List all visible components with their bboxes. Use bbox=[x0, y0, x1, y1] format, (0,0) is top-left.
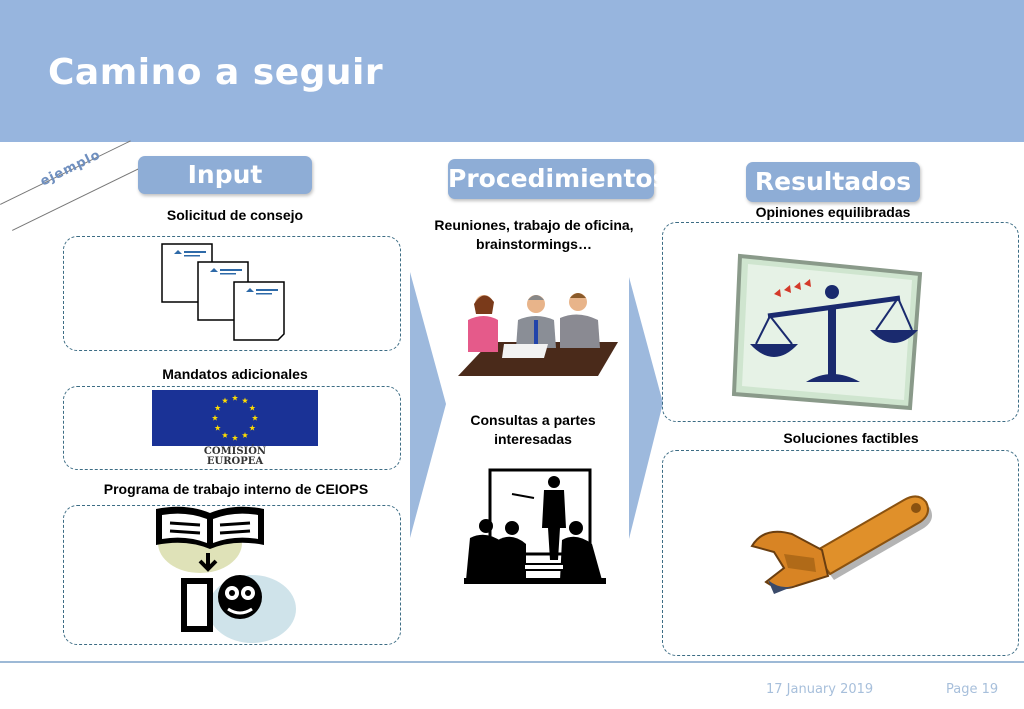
footer-page-number: Page 19 bbox=[946, 682, 999, 697]
eu-star bbox=[241, 432, 249, 438]
eu-caption-line2: EUROPEA bbox=[207, 456, 264, 467]
eu-star bbox=[211, 414, 219, 421]
proc-label-consultas: Consultas a partes interesadas bbox=[470, 412, 596, 447]
documents-icon bbox=[161, 243, 285, 341]
input-header: Input bbox=[138, 156, 312, 194]
input-label-mandatos: Mandatos adicionales bbox=[162, 366, 308, 382]
eu-caption-line1: COMISIÓN bbox=[204, 445, 266, 457]
meeting-icon bbox=[458, 293, 618, 376]
proc-label-reuniones: Reuniones, trabajo de oficina, brainstor… bbox=[434, 217, 634, 252]
arrow-input-to-procedimientos bbox=[410, 272, 446, 538]
presentation-icon bbox=[464, 468, 606, 584]
arrow-procedimientos-to-resultados bbox=[629, 277, 663, 539]
title-banner bbox=[0, 0, 1024, 142]
eu-flag-icon: COMISIÓN EUROPEA bbox=[152, 390, 318, 467]
eu-star bbox=[221, 397, 229, 404]
balance-scale-icon bbox=[731, 253, 923, 411]
result-box-opiniones bbox=[662, 222, 1019, 422]
ribbon-label: ejemplo bbox=[38, 147, 104, 190]
page-title: Camino a seguir bbox=[48, 52, 384, 93]
eu-star bbox=[231, 394, 239, 401]
eu-star bbox=[249, 424, 256, 431]
res-label-soluciones: Soluciones factibles bbox=[783, 430, 919, 446]
input-box-mandatos bbox=[63, 386, 401, 470]
res-label-opiniones: Opiniones equilibradas bbox=[755, 204, 911, 220]
resultados-header: Resultados bbox=[746, 162, 920, 202]
input-label-programa: Programa de trabajo interno de CEIOPS bbox=[103, 481, 369, 497]
footer-date: 17 January 2019 bbox=[766, 682, 874, 697]
eu-star bbox=[214, 404, 221, 411]
eu-star bbox=[241, 397, 249, 404]
input-label-solicitud: Solicitud de consejo bbox=[166, 207, 304, 223]
input-box-solicitud bbox=[63, 236, 401, 351]
eu-star bbox=[249, 404, 256, 411]
eu-star bbox=[221, 432, 229, 438]
eu-star bbox=[231, 434, 239, 441]
wrench-icon bbox=[750, 495, 932, 594]
result-box-soluciones bbox=[662, 450, 1019, 656]
input-box-programa bbox=[63, 505, 401, 645]
footer-divider bbox=[0, 661, 1024, 663]
book-reader-icon bbox=[156, 506, 296, 643]
procedimientos-header: Procedimientos bbox=[448, 159, 667, 199]
eu-star bbox=[214, 424, 221, 431]
eu-star bbox=[251, 414, 259, 421]
